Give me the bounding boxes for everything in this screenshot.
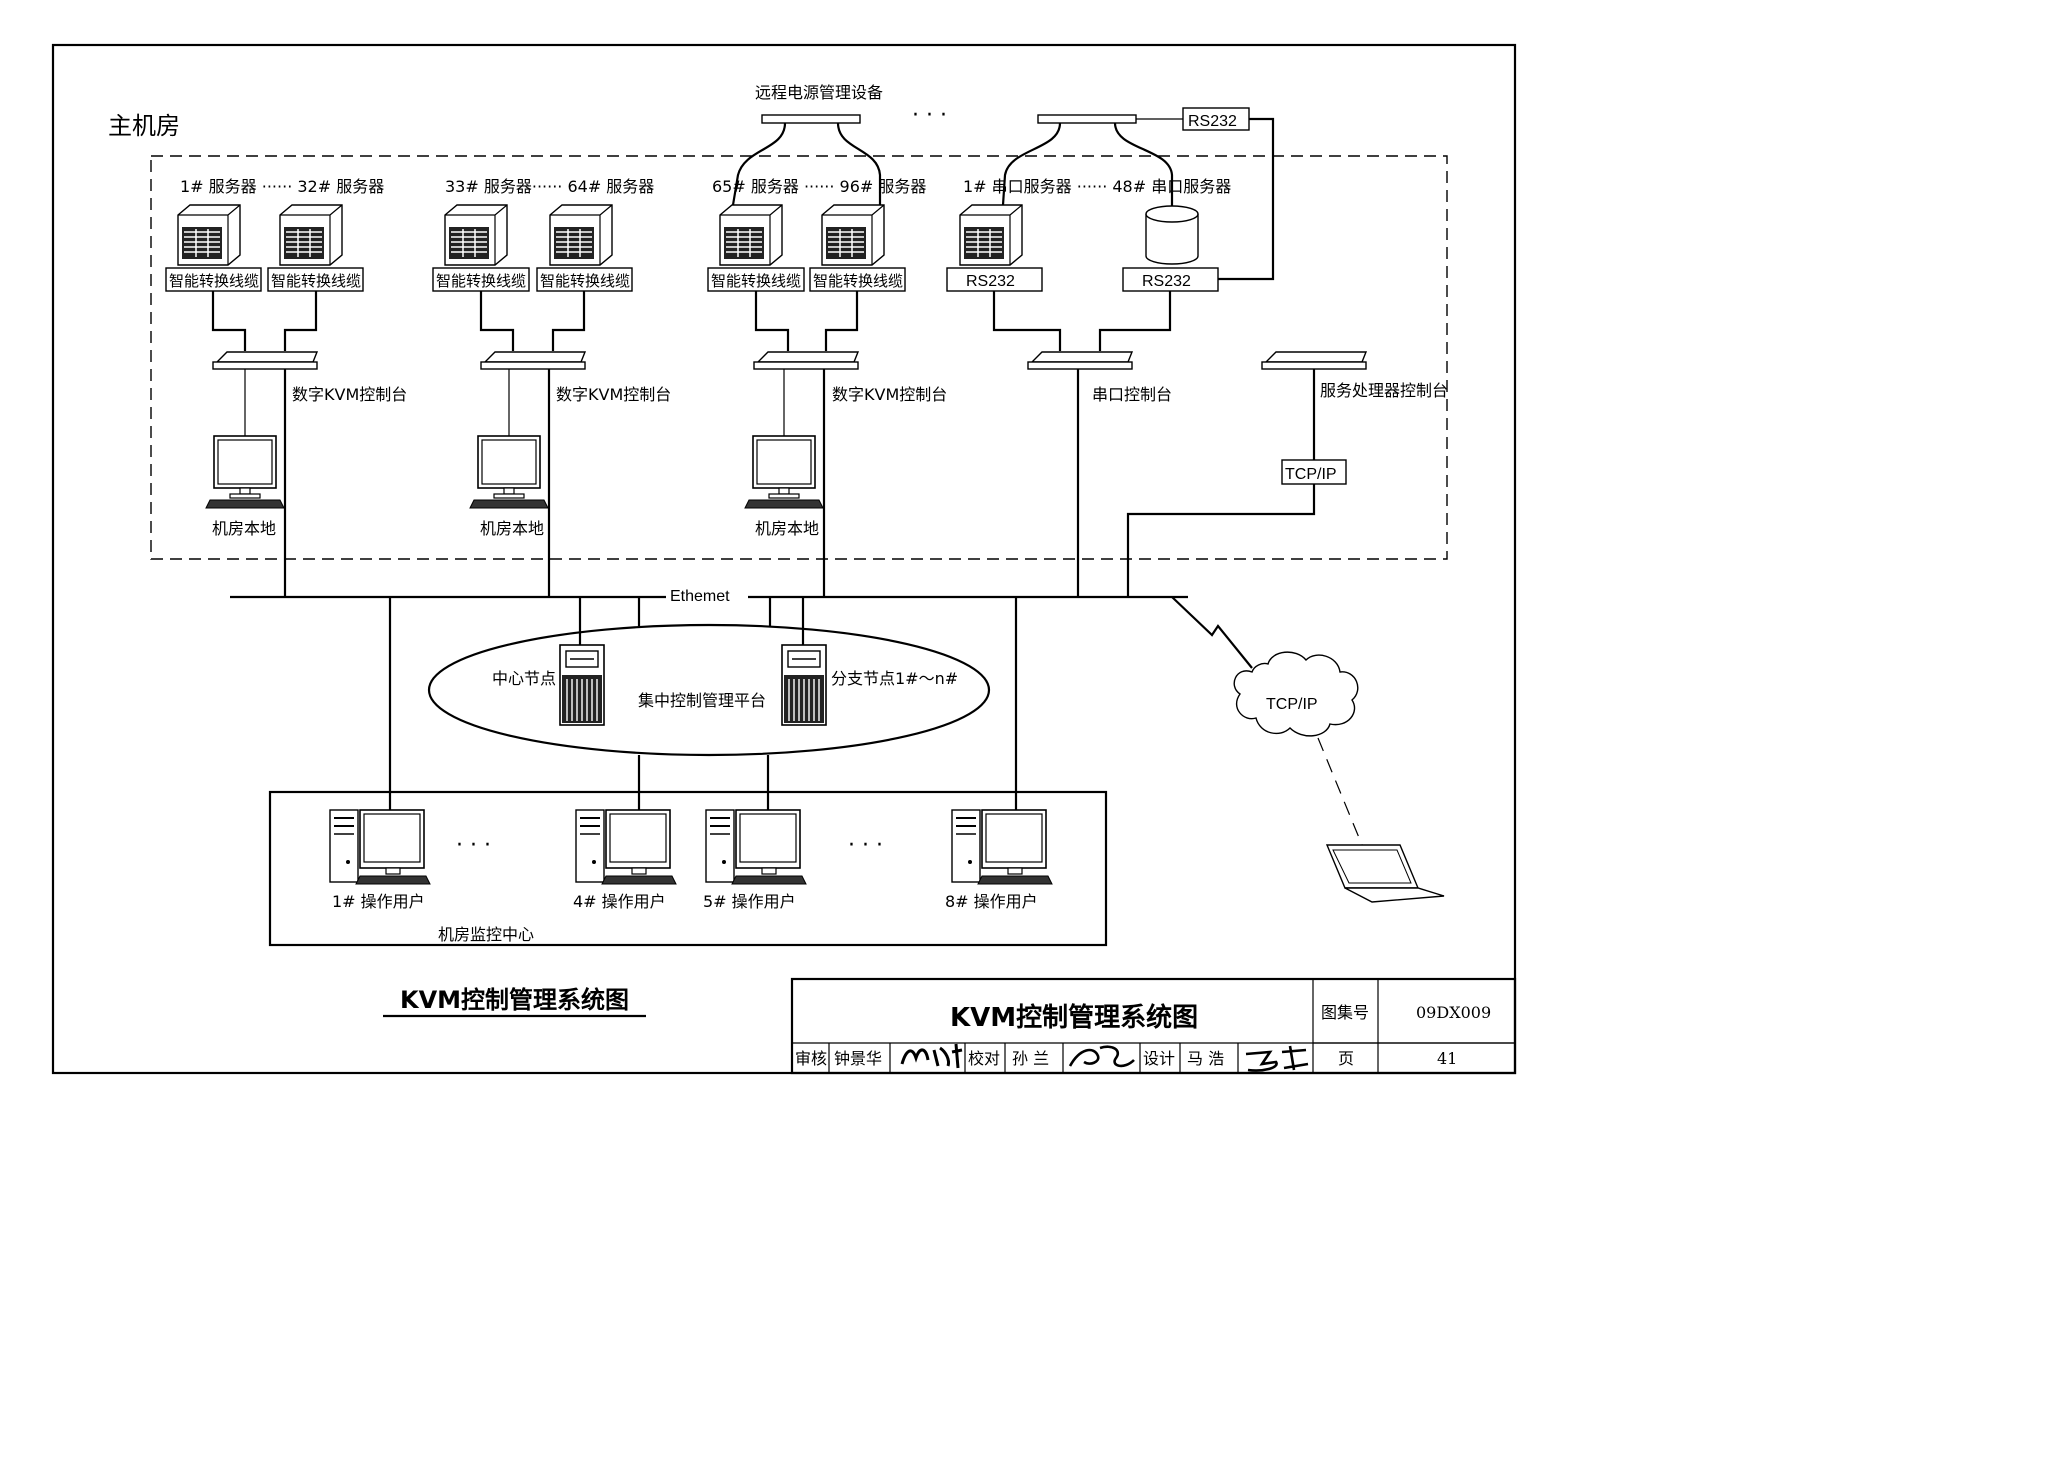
group3-links	[754, 291, 859, 351]
group2-links	[479, 291, 586, 351]
main-room-label: 主机房	[108, 112, 180, 140]
diagram-caption: KVM控制管理系统图	[400, 986, 629, 1014]
local-label: 机房本地	[480, 519, 544, 538]
page-number: 41	[1437, 1049, 1457, 1068]
console-label: 数字KVM控制台	[832, 385, 947, 404]
server-icon	[444, 204, 508, 266]
user-label: 1# 操作用户	[332, 892, 425, 911]
local-label: 机房本地	[212, 519, 276, 538]
kvm-system-diagram: 主机房 远程电源管理设备 · · · RS232 1# 服务器 ······ 3…	[51, 43, 1517, 1075]
serial-group-title: 1# 串口服务器 ······ 48# 串口服务器	[963, 177, 1231, 196]
cable-label: 智能转换线缆	[540, 272, 630, 290]
power-cord-3	[1001, 122, 1062, 206]
cable-label: 智能转换线缆	[436, 272, 526, 290]
workstation-icon	[575, 809, 677, 885]
review-label: 审核	[795, 1049, 827, 1068]
designer-signature	[1245, 1045, 1309, 1072]
title-block-title: KVM控制管理系统图	[950, 1002, 1198, 1033]
tcp-ip-box	[1281, 459, 1347, 485]
power-cord-2	[836, 122, 882, 205]
drawing-frame	[51, 43, 1517, 1075]
reviewer-signature	[900, 1043, 963, 1069]
kvm-console-switch	[480, 351, 586, 370]
atlas-number-label: 图集号	[1321, 1003, 1369, 1022]
center-node-icon	[559, 644, 605, 726]
workstation-icon	[329, 809, 431, 885]
power-cord-4	[1113, 122, 1174, 210]
workstation-icon	[951, 809, 1053, 885]
server-icon	[279, 204, 343, 266]
wireless-link	[1317, 737, 1363, 846]
console-label: 数字KVM控制台	[556, 385, 671, 404]
monitor-icon	[469, 435, 549, 509]
workstation-icon	[705, 809, 807, 885]
cable-label: 智能转换线缆	[711, 272, 801, 290]
laptop-icon	[1325, 844, 1445, 903]
platform-label: 集中控制管理平台	[638, 691, 766, 710]
cable-label: 智能转换线缆	[271, 272, 361, 290]
kvm-console-switch	[212, 351, 318, 370]
title-block	[790, 977, 1517, 1075]
atlas-number: 09DX009	[1416, 1003, 1491, 1022]
monitor-icon	[205, 435, 285, 509]
remote-power-label: 远程电源管理设备	[755, 83, 883, 102]
designer-name: 马 浩	[1187, 1049, 1224, 1068]
rs232-label: RS232	[1142, 273, 1191, 290]
rs232-top-label: RS232	[1188, 113, 1237, 130]
serial-links	[992, 291, 1172, 351]
rs232-top-return	[1218, 117, 1275, 281]
service-uplink	[1126, 484, 1316, 597]
server-icon	[821, 204, 885, 266]
branch-node-label: 分支节点1#～n#	[831, 669, 958, 688]
platform-ellipse	[427, 623, 991, 757]
design-label: 设计	[1143, 1049, 1175, 1068]
user-label: 4# 操作用户	[573, 892, 666, 911]
cable-label: 智能转换线缆	[169, 272, 259, 290]
checker-name: 孙 兰	[1012, 1049, 1049, 1068]
service-processor-label: 服务处理器控制台	[1320, 381, 1448, 400]
user-label: 5# 操作用户	[703, 892, 796, 911]
group2-title: 33# 服务器······ 64# 服务器	[445, 177, 654, 196]
serial-device-cylinder-icon	[1145, 205, 1199, 265]
user-dots: · · ·	[848, 833, 883, 858]
remote-power-strip-1	[761, 114, 861, 124]
user-dots: · · ·	[456, 833, 491, 858]
check-label: 校对	[968, 1049, 1000, 1068]
tcp-ip-label: TCP/IP	[1285, 466, 1337, 483]
console-label: 数字KVM控制台	[292, 385, 407, 404]
local-label: 机房本地	[755, 519, 819, 538]
branch-node-icon	[781, 644, 827, 726]
remote-power-strip-2	[1037, 114, 1137, 124]
server-icon	[177, 204, 241, 266]
serial-server-icon	[959, 204, 1023, 266]
reviewer-name: 钟景华	[834, 1049, 882, 1068]
cloud-label: TCP/IP	[1266, 696, 1318, 713]
page-label: 页	[1338, 1049, 1354, 1068]
checker-signature	[1068, 1045, 1135, 1068]
center-node-label: 中心节点	[492, 669, 556, 688]
cable-label: 智能转换线缆	[813, 272, 903, 290]
power-cord-1	[731, 122, 787, 206]
kvm-console-switch	[753, 351, 859, 370]
main-room-boundary	[150, 155, 1448, 560]
rs232-label: RS232	[966, 273, 1015, 290]
group1-links	[211, 291, 318, 351]
group3-title: 65# 服务器 ······ 96# 服务器	[712, 177, 926, 196]
user-label: 8# 操作用户	[945, 892, 1038, 911]
server-icon	[719, 204, 783, 266]
monitor-center-label: 机房监控中心	[438, 925, 534, 944]
serial-console-switch	[1027, 351, 1133, 370]
wan-link	[1171, 596, 1253, 669]
server-icon	[549, 204, 613, 266]
ethernet-label: Ethemet	[670, 588, 730, 605]
group1-title: 1# 服务器 ······ 32# 服务器	[180, 177, 384, 196]
service-processor-switch	[1261, 351, 1367, 370]
monitor-icon	[744, 435, 824, 509]
serial-console-label: 串口控制台	[1092, 385, 1172, 404]
cloud-icon	[1233, 651, 1359, 737]
monitor-center-box	[268, 790, 1108, 947]
top-dots: · · ·	[912, 103, 947, 128]
